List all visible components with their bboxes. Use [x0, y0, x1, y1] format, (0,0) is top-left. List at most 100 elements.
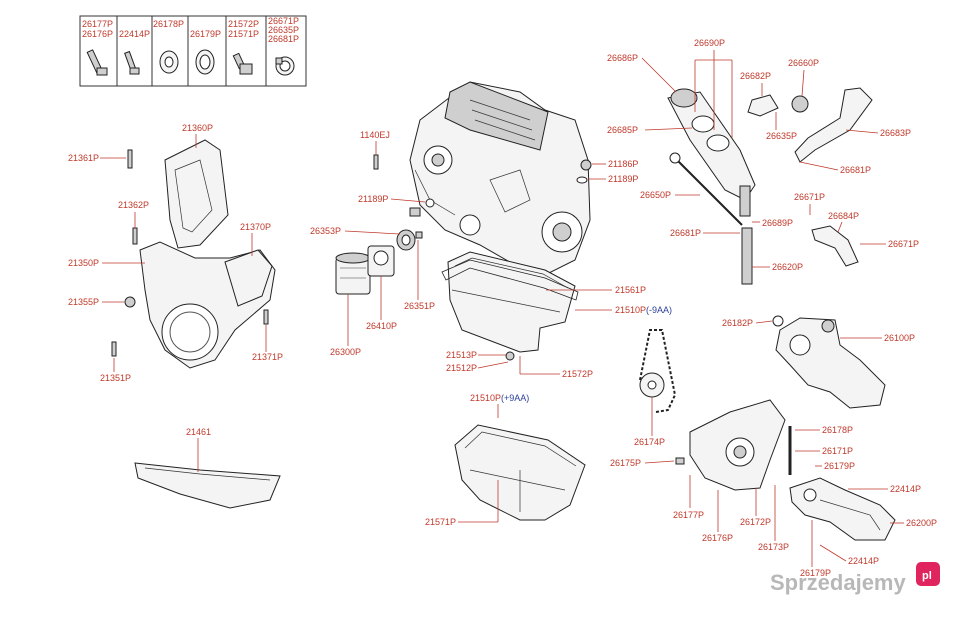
hose-clamp-icon: [275, 56, 295, 76]
label-26681P: 26681P: [268, 34, 299, 44]
vent-hose: [811, 225, 859, 267]
label-21370P: 21370P: [240, 222, 271, 232]
label-26172P: 26172P: [740, 517, 771, 527]
filler-seal: [691, 115, 715, 133]
label-21510P-plus9AA: 21510P(+9AA): [470, 393, 529, 403]
breather-hose-large: [794, 87, 873, 163]
label-26177P: 26177P: [82, 19, 113, 29]
label-26410P: 26410P: [366, 321, 397, 331]
label-26179P-pump: 26179P: [824, 461, 855, 471]
bolt-icon: [127, 149, 133, 169]
bolt-icon: [86, 49, 108, 76]
label-1140EJ: 1140EJ: [360, 130, 390, 140]
label-21355P: 21355P: [68, 297, 99, 307]
bolt-icon: [124, 50, 140, 75]
label-21360P: 21360P: [182, 123, 213, 133]
timing-cover-plate: [224, 249, 273, 307]
bolt-icon: [132, 227, 138, 245]
relief-plug: [675, 457, 685, 465]
drain-plug: [505, 351, 515, 361]
label-26100P: 26100P: [884, 333, 915, 343]
label-21513P: 21513P: [446, 350, 477, 360]
watermark-badge: [916, 562, 940, 586]
pcv-valve: [791, 95, 809, 113]
label-26635P: 26635P: [268, 25, 299, 35]
dipstick-tube: [741, 227, 753, 285]
label-21351P: 21351P: [100, 373, 131, 383]
timing-cover-group: 21360P 21361P 21362P 21370P 21350P 21355…: [68, 123, 283, 509]
drain-plug-icon: [232, 52, 253, 75]
label-26635P-hose: 26635P: [766, 131, 797, 141]
label-21561P: 21561P: [615, 285, 646, 295]
label-26620P: 26620P: [772, 262, 803, 272]
label-26300P: 26300P: [330, 347, 361, 357]
oil-pan-lower-group: 21510P(+9AA) 21571P: [425, 393, 586, 527]
timing-cover-gasket: [134, 462, 281, 509]
bolt-icon: [111, 341, 117, 357]
filler-bracket: [739, 185, 751, 217]
label-26671P: 26671P: [268, 16, 299, 26]
label-21510P-minus9AA: 21510P(-9AA): [615, 305, 672, 315]
oil-pressure-switch: [409, 207, 421, 217]
label-26177P-pump: 26177P: [673, 510, 704, 520]
label-26689P: 26689P: [762, 218, 793, 228]
label-26684P: 26684P: [828, 211, 859, 221]
watermark-badge-text: pl: [922, 570, 932, 582]
upper-timing-cover: [164, 139, 229, 249]
label-21189P-left: 21189P: [358, 194, 388, 204]
oil-pan-upper-group: 21561P 21510P(-9AA) 21513P 21512P 21572P: [441, 251, 672, 379]
watermark-text: Sprzedajemy: [770, 570, 906, 595]
watermark: Sprzedajemy pl: [770, 562, 940, 595]
filler-cap: [670, 88, 698, 108]
oil-pan-gasket: [441, 259, 579, 301]
engine-block: 1140EJ 21186P 21189P 21189P: [358, 81, 638, 276]
bolt-icon: [373, 154, 379, 170]
label-26681P-tube: 26681P: [670, 228, 701, 238]
label-21461: 21461: [186, 427, 211, 437]
nut-icon: [124, 296, 136, 308]
label-21572P: 21572P: [228, 19, 259, 29]
label-21371P: 21371P: [252, 352, 283, 362]
label-26660P: 26660P: [788, 58, 819, 68]
label-26176P: 26176P: [82, 29, 113, 39]
hardware-kit-box: 26177P 26176P 22414P 26178P 26179P 21572…: [79, 15, 307, 87]
plug-icon: [580, 159, 592, 171]
bolt-icon: [263, 309, 269, 325]
label-26683P: 26683P: [880, 128, 911, 138]
label-22414P-strainer: 22414P: [848, 556, 879, 566]
label-26179P: 26179P: [190, 29, 221, 39]
oil-pump-group: 26100P 26174P 26178P 26171P 26175P 26179…: [610, 317, 937, 578]
label-21512P: 21512P: [446, 363, 477, 373]
label-21571P: 21571P: [228, 29, 259, 39]
filler-and-breather-group: 26690P 26686P 26685P 26682P 26660P 26635…: [607, 38, 919, 328]
label-21362P: 21362P: [118, 200, 149, 210]
dipstick: [674, 157, 743, 226]
label-26175P: 26175P: [610, 458, 641, 468]
label-22414P-pump: 22414P: [890, 484, 921, 494]
label-22414P: 22414P: [119, 29, 150, 39]
label-26351P: 26351P: [404, 301, 435, 311]
oil-pump-chain: [639, 329, 677, 413]
label-26179P-strainer: 26179P: [800, 568, 831, 578]
o-ring-icon: [772, 315, 784, 327]
label-21186P: 21186P: [608, 159, 638, 169]
label-26681P-hose: 26681P: [840, 165, 871, 175]
label-26671P-clamp: 26671P: [794, 192, 825, 202]
label-26650P: 26650P: [640, 190, 671, 200]
label-26178P: 26178P: [153, 19, 184, 29]
gasket-icon: [576, 176, 588, 184]
label-21189P-right: 21189P: [608, 174, 638, 184]
label-26671P-vent: 26671P: [888, 239, 919, 249]
label-26171P: 26171P: [822, 446, 853, 456]
label-26353P: 26353P: [310, 226, 341, 236]
label-21350P: 21350P: [68, 258, 99, 268]
label-26685P: 26685P: [607, 125, 638, 135]
label-21572P-pan: 21572P: [562, 369, 593, 379]
label-26682P: 26682P: [740, 71, 771, 81]
label-21571P-pan: 21571P: [425, 517, 456, 527]
label-26182P: 26182P: [722, 318, 753, 328]
label-21361P: 21361P: [68, 153, 99, 163]
label-26173P: 26173P: [758, 542, 789, 552]
label-26686P: 26686P: [607, 53, 638, 63]
